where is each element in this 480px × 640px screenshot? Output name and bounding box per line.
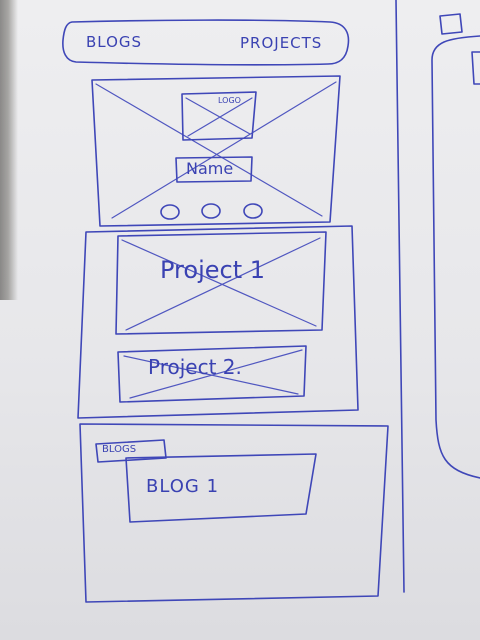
project-1-cross-line (125, 237, 321, 331)
project-1-cross-line (121, 239, 317, 327)
paper-shadow (0, 0, 18, 300)
social-dot-3 (243, 203, 263, 219)
right-icon-box (439, 13, 463, 35)
column-divider (395, 0, 405, 593)
blogs-section-label: BLOGS (102, 444, 137, 455)
right-small-box (471, 51, 480, 85)
project-1-card-outline (115, 231, 327, 335)
project-2-label[interactable]: Project 2. (148, 355, 242, 379)
blog-1-card-outline (125, 453, 317, 523)
hero-box-outline (91, 75, 341, 227)
project-2-card-outline (117, 345, 307, 403)
blog-1-label[interactable]: BLOG 1 (146, 476, 220, 497)
blogs-section-outline (79, 423, 389, 603)
hero-cross-line (111, 81, 337, 219)
social-dot-2 (201, 203, 221, 219)
blogs-tag-outline (95, 439, 167, 463)
logo-cross-line (187, 97, 253, 137)
nav-blogs-link[interactable]: BLOGS (86, 33, 143, 51)
projects-section-outline (77, 225, 359, 419)
logo-cross-line (185, 97, 251, 135)
hero-cross-line (95, 83, 323, 217)
logo-box-outline (181, 91, 257, 141)
project-2-cross-line (129, 349, 303, 399)
project-1-label[interactable]: Project 1 (160, 256, 266, 284)
nav-projects-link[interactable]: PROJECTS (240, 34, 323, 52)
right-panel-outline (431, 35, 480, 479)
logo-label: LOGO (218, 96, 241, 105)
header-bar-outline (62, 19, 350, 66)
name-box-outline (175, 156, 253, 183)
social-dot-1 (160, 204, 180, 220)
name-label: Name (186, 159, 234, 178)
